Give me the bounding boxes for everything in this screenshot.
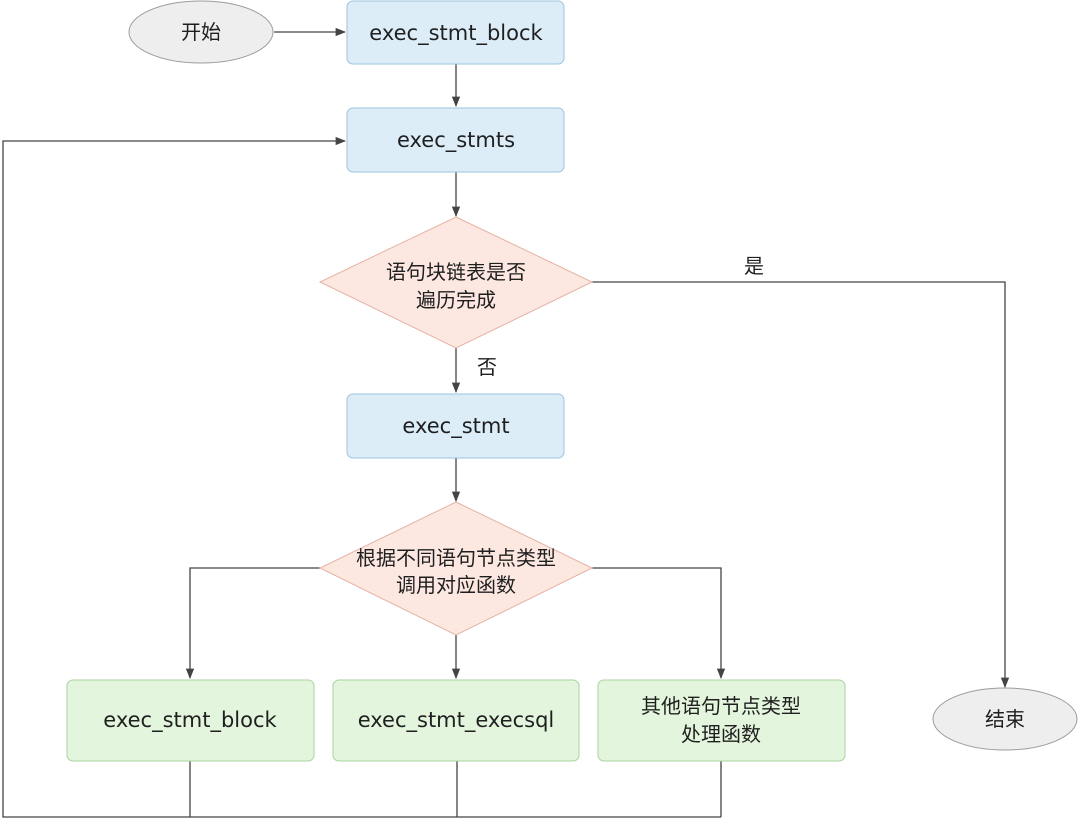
node-exec-stmt-block-top: exec_stmt_block xyxy=(346,0,565,65)
decision-type-line1: 根据不同语句节点类型 xyxy=(356,546,556,570)
exec-stmt-block-bottom-shape xyxy=(66,679,315,762)
node-start: 开始 xyxy=(128,0,274,64)
edge-label-yes: 是 xyxy=(744,254,764,278)
exec-stmt-shape xyxy=(346,393,565,459)
decision-type-line2: 调用对应函数 xyxy=(396,573,516,597)
exec-stmt-execsql-label: exec_stmt_execsql xyxy=(358,708,555,733)
exec-stmt-label: exec_stmt xyxy=(402,414,509,439)
decision-done-line2: 遍历完成 xyxy=(416,288,496,312)
node-other-handlers: 其他语句节点类型 处理函数 xyxy=(597,679,846,762)
other-handlers-shape xyxy=(597,679,846,762)
edges xyxy=(2,27,1010,818)
node-decision-done: 语句块链表是否 遍历完成 xyxy=(318,216,594,349)
exec-stmts-shape xyxy=(346,107,565,173)
node-exec-stmt-execsql: exec_stmt_execsql xyxy=(332,679,580,762)
start-shape xyxy=(128,0,274,64)
node-exec-stmt-block-bottom: exec_stmt_block xyxy=(66,679,315,762)
node-exec-stmt: exec_stmt xyxy=(346,393,565,459)
exec-stmt-execsql-shape xyxy=(332,679,580,762)
node-decision-type: 根据不同语句节点类型 调用对应函数 xyxy=(318,501,594,636)
exec-stmt-block-top-shape xyxy=(346,0,565,65)
other-handlers-line1: 其他语句节点类型 xyxy=(641,694,801,718)
edge-loop-back xyxy=(2,141,722,818)
edge-type-to-other xyxy=(592,567,726,680)
end-label: 结束 xyxy=(985,707,1025,731)
decision-done-shape xyxy=(318,216,594,349)
edge-type-to-block xyxy=(185,567,320,680)
edge-label-no: 否 xyxy=(477,355,497,379)
decision-done-line1: 语句块链表是否 xyxy=(386,260,526,284)
node-end: 结束 xyxy=(932,687,1078,751)
start-label: 开始 xyxy=(181,20,221,44)
exec-stmts-label: exec_stmts xyxy=(397,128,515,153)
edge-decision-yes-to-end xyxy=(592,281,1010,689)
other-handlers-line2: 处理函数 xyxy=(681,722,761,746)
end-shape xyxy=(932,687,1078,751)
exec-stmt-block-top-label: exec_stmt_block xyxy=(369,21,543,46)
node-exec-stmts: exec_stmts xyxy=(346,107,565,173)
decision-type-shape xyxy=(318,501,594,636)
exec-stmt-block-bottom-label: exec_stmt_block xyxy=(103,708,277,733)
